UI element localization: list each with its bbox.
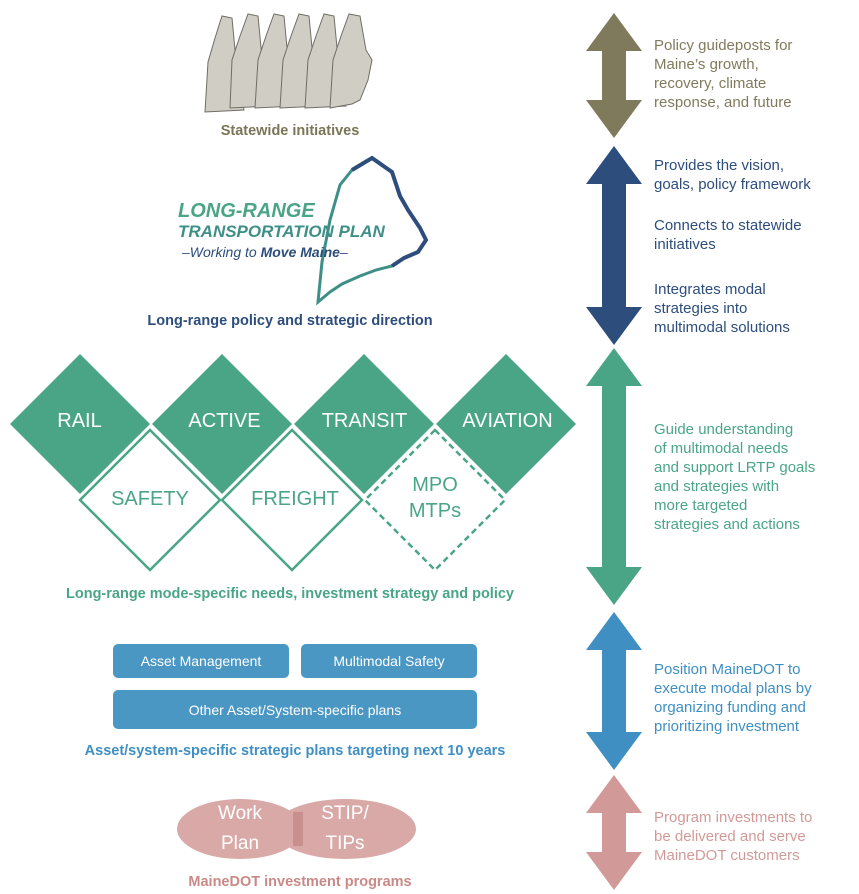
ellipse-overlap [293, 811, 303, 847]
asset-double-arrow [586, 612, 642, 770]
mode-label-active: ACTIVE [188, 410, 261, 432]
lrtp-line: multimodal solutions [654, 319, 790, 336]
lrtp-caption: Long-range policy and strategic directio… [147, 313, 433, 329]
lrtp-line: Provides the vision, [654, 157, 785, 174]
policy-line: response, and future [654, 94, 792, 111]
safety-diamond [78, 428, 222, 572]
lrtp-line: initiatives [654, 236, 716, 253]
mode-label-rail: RAIL [57, 410, 102, 432]
asset-line: organizing funding and [654, 699, 806, 716]
mode-label-safety: SAFETY [111, 488, 189, 510]
asset-position-text: Position MaineDOT to execute modal plans… [654, 660, 812, 736]
modal-line: strategies and actions [654, 516, 800, 533]
modal-line: and strategies with [654, 478, 780, 495]
program-line: Program investments to [654, 809, 813, 826]
lrtp-double-arrow [586, 146, 642, 345]
lrtp-tagline-prefix: –Working to [182, 244, 261, 260]
modal-line: of multimodal needs [654, 440, 789, 457]
aviation-diamond [436, 354, 576, 494]
stip-line2: TIPs [325, 833, 365, 854]
policy-line: Policy guideposts for [654, 37, 793, 54]
policy-line: Maine’s growth, [654, 56, 759, 73]
lrtp-integrates-text: Integrates modal strategies into multimo… [654, 280, 790, 337]
transit-diamond [294, 354, 434, 494]
active-diamond [152, 354, 292, 494]
asset-caption: Asset/system-specific strategic plans ta… [84, 743, 506, 759]
statewide-maps-icon [204, 13, 373, 113]
lrtp-line: strategies into [654, 300, 748, 317]
mode-label-mtps: MTPs [408, 500, 462, 522]
statewide-caption: Statewide initiatives [220, 123, 360, 139]
asset-line: Position MaineDOT to [654, 661, 801, 678]
policy-line: recovery, climate [654, 75, 767, 92]
lrtp-logo-line2: TRANSPORTATION PLAN [178, 222, 385, 241]
lrtp-line: Connects to statewide [654, 217, 802, 234]
maine-outline-accent [350, 155, 429, 268]
lrtp-logo-tagline: –Working to Move Maine– [182, 244, 348, 260]
modes-caption: Long-range mode-specific needs, investme… [66, 586, 514, 602]
modal-line: Guide understanding [654, 421, 794, 438]
program-line: be delivered and serve [654, 828, 806, 845]
stip-line1: STIP/ [321, 803, 369, 824]
mpo-diamond [363, 428, 507, 572]
programs-caption: MaineDOT investment programs [188, 874, 412, 890]
asset-line: execute modal plans by [654, 680, 812, 697]
mode-label-mpo: MPO [412, 474, 458, 496]
work-plan-line1: Work [218, 803, 262, 824]
freight-diamond [220, 428, 364, 572]
modal-guide-text: Guide understanding of multimodal needs … [654, 420, 815, 534]
stip-ellipse [274, 799, 416, 859]
other-asset-plans-pill: Other Asset/System-specific plans [113, 690, 477, 729]
multimodal-safety-pill: Multimodal Safety [301, 644, 477, 678]
program-investments-text: Program investments to be delivered and … [654, 808, 812, 865]
program-double-arrow [586, 775, 642, 890]
policy-guideposts-text: Policy guideposts for Maine’s growth, re… [654, 36, 792, 112]
asset-line: prioritizing investment [654, 718, 800, 735]
mode-label-aviation: AVIATION [462, 410, 553, 432]
program-line: MaineDOT customers [654, 847, 800, 864]
asset-management-pill: Asset Management [113, 644, 289, 678]
lrtp-line: Integrates modal [654, 281, 766, 298]
lrtp-tagline-bold: Move Maine [260, 244, 340, 260]
work-plan-ellipse [177, 799, 303, 859]
lrtp-vision-text: Provides the vision, goals, policy frame… [654, 156, 811, 194]
mode-label-transit: TRANSIT [321, 410, 408, 432]
work-plan-line2: Plan [220, 833, 260, 854]
rail-diamond [10, 354, 150, 494]
lrtp-line: goals, policy framework [654, 176, 811, 193]
mode-label-freight: FREIGHT [251, 488, 339, 510]
lrtp-connects-text: Connects to statewide initiatives [654, 216, 802, 254]
modal-double-arrow [586, 348, 642, 605]
lrtp-logo-line1: LONG-RANGE [178, 200, 315, 222]
modal-line: and support LRTP goals [654, 459, 816, 476]
policy-double-arrow [586, 13, 642, 138]
modal-line: more targeted [654, 497, 748, 514]
lrtp-tagline-suffix: – [339, 244, 348, 260]
